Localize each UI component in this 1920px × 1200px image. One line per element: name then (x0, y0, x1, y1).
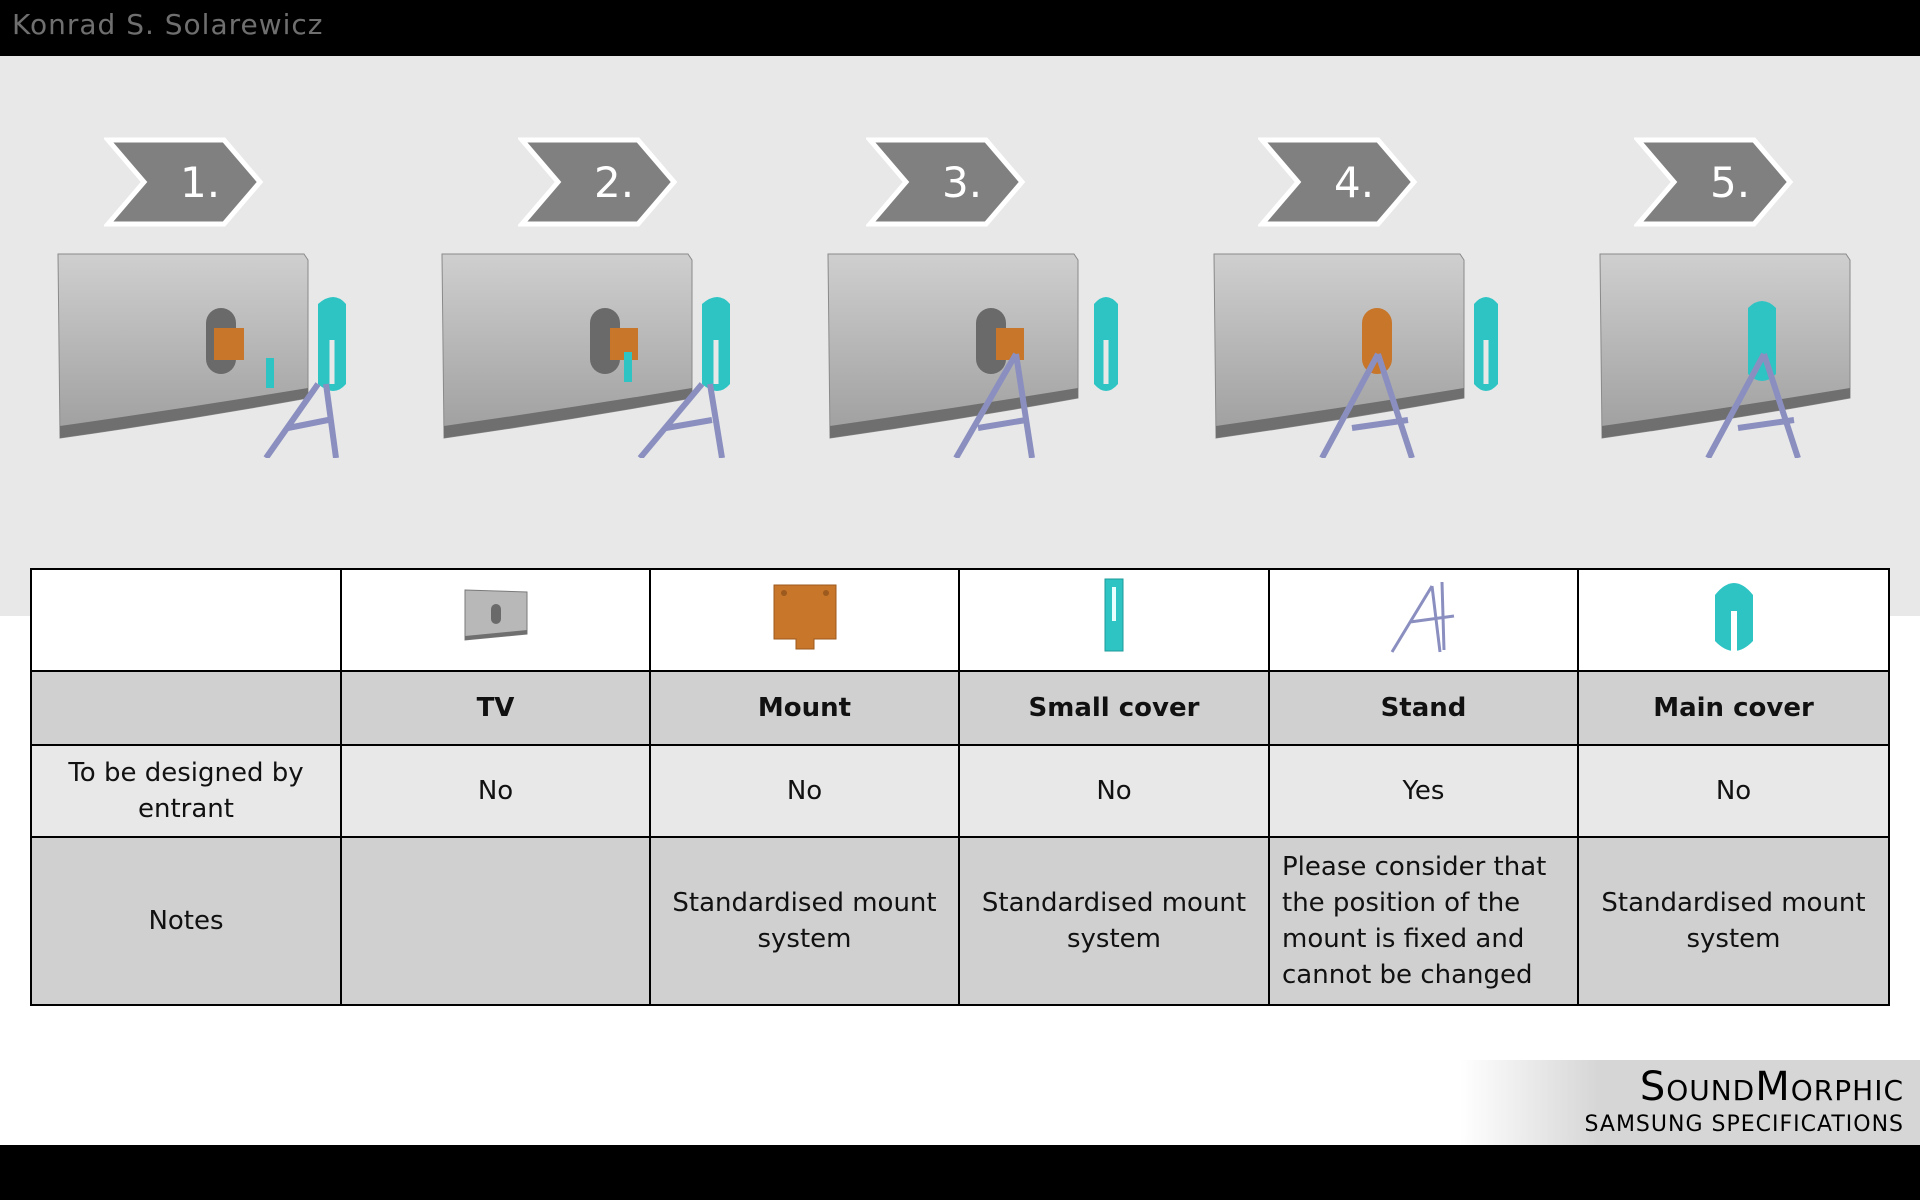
mount-icon-cell (649, 568, 960, 672)
top-bar: Konrad S. Solarewicz (0, 0, 1920, 56)
step-number: 1. (180, 158, 221, 207)
header-mount: Mount (649, 670, 960, 746)
step-5-chevron: 5. (1634, 136, 1794, 228)
note-value: Standardised mount system (1577, 836, 1890, 1006)
small-cover-icon-cell (958, 568, 1270, 672)
small-cover-icon (1104, 578, 1124, 652)
note-value: Please consider that the position of the… (1268, 836, 1579, 1006)
step-4-illustration (1212, 248, 1512, 458)
note-value: Standardised mount system (649, 836, 960, 1006)
step-3-chevron: 3. (866, 136, 1026, 228)
designed-by-entrant-row: To be designed by entrant No No No Yes N… (30, 744, 1890, 838)
empty-cell (30, 670, 342, 746)
note-value: Standardised mount system (958, 836, 1270, 1006)
design-value: No (1577, 744, 1890, 838)
row-label: Notes (30, 836, 342, 1006)
step-number: 4. (1334, 158, 1375, 207)
step-4-chevron: 4. (1258, 136, 1418, 228)
design-value: Yes (1268, 744, 1579, 838)
header-stand: Stand (1268, 670, 1579, 746)
brand-block: SoundMorphic SAMSUNG SPECIFICATIONS (1460, 1060, 1920, 1145)
design-value: No (649, 744, 960, 838)
stand-icon-cell (1268, 568, 1579, 672)
step-3-illustration (826, 248, 1126, 458)
tv-icon (464, 589, 527, 641)
mount-icon (773, 584, 836, 650)
step-5-illustration (1598, 248, 1898, 458)
specification-table: TV Mount Small cover Stand Main cover To… (30, 568, 1890, 1006)
step-number: 3. (942, 158, 983, 207)
icon-row (30, 568, 1890, 672)
stand-icon (1390, 581, 1454, 653)
note-value (340, 836, 651, 1006)
header-small-cover: Small cover (958, 670, 1270, 746)
bottom-bar (0, 1145, 1920, 1200)
main-cover-icon (1714, 583, 1753, 653)
design-value: No (958, 744, 1270, 838)
step-number: 2. (594, 158, 635, 207)
design-value: No (340, 744, 651, 838)
empty-cell (30, 568, 342, 672)
header-tv: TV (340, 670, 651, 746)
brand-title: SoundMorphic (1639, 1064, 1904, 1110)
author-name: Konrad S. Solarewicz (12, 8, 324, 41)
step-1-illustration (56, 248, 356, 458)
step-2-illustration (440, 248, 740, 458)
step-1-chevron: 1. (104, 136, 264, 228)
header-main-cover: Main cover (1577, 670, 1890, 746)
brand-subtitle: SAMSUNG SPECIFICATIONS (1584, 1112, 1904, 1137)
notes-row: Notes Standardised mount system Standard… (30, 836, 1890, 1006)
row-label: To be designed by entrant (30, 744, 342, 838)
component-name-row: TV Mount Small cover Stand Main cover (30, 670, 1890, 746)
tv-icon-cell (340, 568, 651, 672)
step-number: 5. (1710, 158, 1751, 207)
step-2-chevron: 2. (518, 136, 678, 228)
main-cover-icon-cell (1577, 568, 1890, 672)
